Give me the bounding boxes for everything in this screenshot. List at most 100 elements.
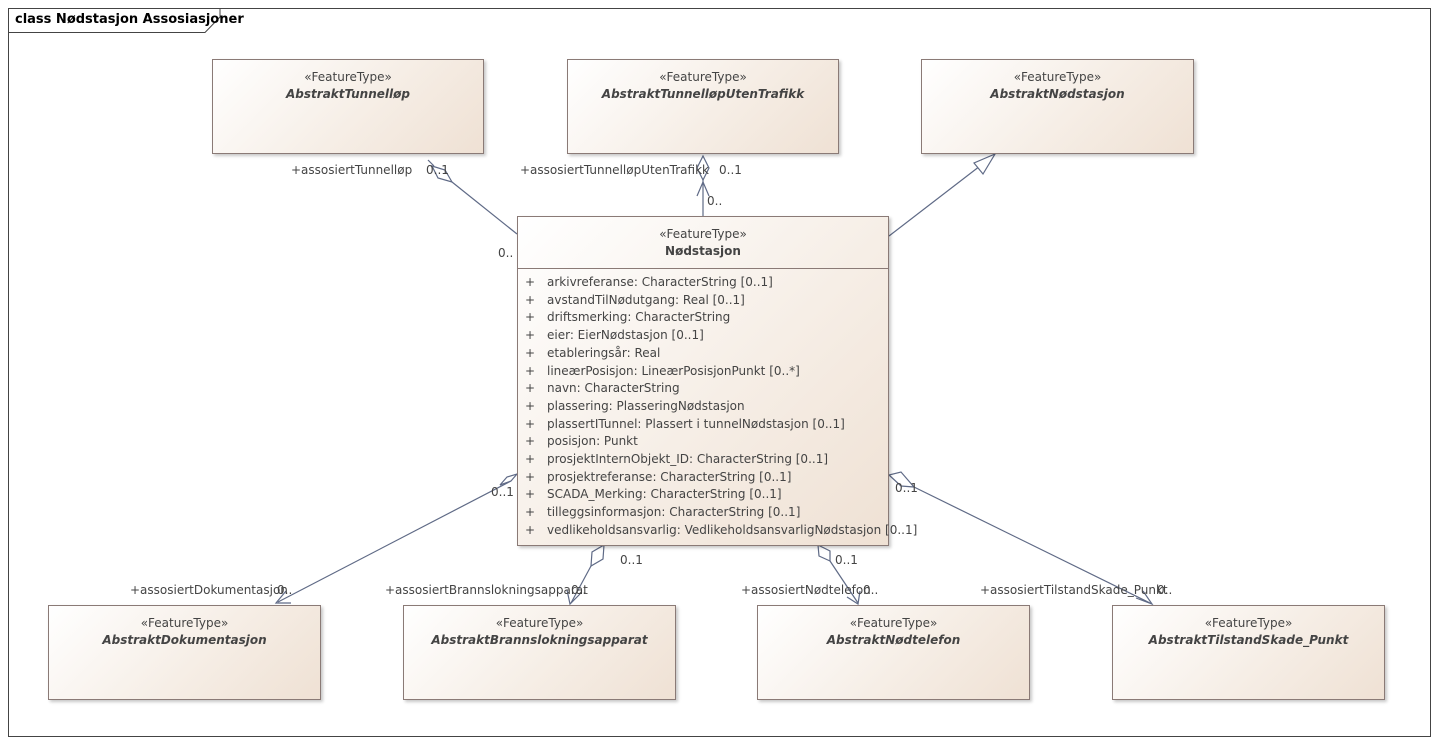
class-abstrakt-brannslokningsapparat[interactable]: «FeatureType» AbstraktBrannslokningsappa… — [403, 605, 676, 700]
attribute-text: vedlikeholdsansvarlig: Vedlikeholdsansva… — [547, 522, 918, 537]
assoc-line-dokumentasjon — [277, 480, 512, 603]
class-name: AbstraktBrannslokningsapparat — [431, 633, 648, 647]
arrowhead-tunnellop-uten — [696, 180, 710, 197]
attribute-text: prosjektreferanse: CharacterString [0..1… — [547, 469, 792, 484]
multiplicity-target-tilstand: 0.. — [1157, 583, 1173, 597]
assoc-line-tilstand — [913, 486, 1151, 604]
multiplicity-source-tunnellop: 0.. — [498, 246, 514, 260]
class-name: AbstraktNødtelefon — [826, 633, 961, 647]
attribute-text: etableringsår: Real — [547, 345, 661, 360]
attribute-text: prosjektInternObjekt_ID: CharacterString… — [547, 452, 829, 467]
stereotype-label: «FeatureType» — [849, 616, 938, 630]
class-name: Nødstasjon — [665, 244, 741, 258]
visibility-marker: + — [525, 363, 536, 378]
arrowhead-tilstand — [1135, 590, 1154, 606]
attribute-row[interactable]: + navn: CharacterString — [518, 380, 888, 398]
class-name: AbstraktTunnelløp — [286, 87, 410, 101]
class-name: AbstraktNødstasjon — [990, 87, 1125, 101]
class-abstrakt-tunnellop[interactable]: «FeatureType» AbstraktTunnelløp — [212, 59, 484, 154]
diagram-frame — [8, 8, 1431, 737]
class-abstrakt-tunnellop-uten-trafikk[interactable]: «FeatureType» AbstraktTunnelløpUtenTrafi… — [567, 59, 839, 154]
attribute-row[interactable]: +vedlikeholdsansvarlig: Vedlikeholdsansv… — [518, 522, 917, 540]
attribute-text: avstandTilNødutgang: Real [0..1] — [547, 292, 745, 307]
attribute-row[interactable]: + prosjektInternObjekt_ID: CharacterStrin… — [518, 451, 888, 469]
class-abstrakt-tilstandskade-punkt[interactable]: «FeatureType» AbstraktTilstandSkade_Punk… — [1112, 605, 1385, 700]
arrowhead-telefon — [846, 590, 861, 605]
attribute-row[interactable]: + plassertITunnel: Plassert i tunnelNødst… — [518, 416, 888, 434]
attribute-text: arkivreferanse: CharacterString [0..1] — [547, 275, 773, 289]
multiplicity-target-brann: 0.. — [571, 583, 587, 597]
aggregation-diamond-brann — [590, 543, 605, 568]
attribute-row[interactable]: + avstandTilNødutgang: Real [0..1] — [518, 292, 888, 310]
visibility-marker: + — [525, 452, 536, 467]
attribute-text: lineærPosisjon: LineærPosisjonPunkt [0..… — [547, 363, 800, 378]
attribute-list: +arkivreferanse: CharacterString [0..1]+… — [518, 269, 917, 540]
role-label-telefon: +assosiertNødtelefon — [741, 583, 871, 597]
visibility-marker: + — [525, 469, 536, 484]
attribute-text: SCADA_Merking: CharacterString [0..1] — [547, 487, 782, 502]
visibility-marker: + — [525, 381, 536, 396]
attribute-row[interactable]: +eier: EierNødstasjon [0..1] — [518, 327, 888, 345]
visibility-marker: + — [525, 292, 536, 307]
role-label-dokumentasjon: +assosiertDokumentasjon — [130, 583, 288, 597]
multiplicity-source-brann: 0..1 — [620, 553, 643, 567]
multiplicity-source-tilstand: 0..1 — [895, 481, 918, 495]
assoc-line-brann — [570, 565, 592, 604]
stereotype-label: «FeatureType» — [495, 616, 584, 630]
visibility-marker: + — [525, 345, 536, 360]
aggregation-diamond-tilstand — [887, 471, 916, 488]
attribute-text: plassertITunnel: Plassert i tunnelNødsta… — [547, 416, 845, 431]
attribute-row[interactable]: +driftsmerking: CharacterString — [518, 309, 888, 327]
class-name: AbstraktTilstandSkade_Punkt — [1148, 633, 1349, 647]
multiplicity-target-telefon: 0.. — [863, 583, 879, 597]
role-label-brann: +assosiertBrannslokningsapparat — [385, 583, 588, 597]
visibility-marker: + — [525, 275, 536, 289]
role-label-tunnellop: +assosiertTunnelløp — [291, 163, 413, 177]
frame-title: class Nødstasjon Assosiasjoner — [15, 12, 244, 27]
class-nodstasjon[interactable]: «FeatureType» Nødstasjon +arkivreferanse… — [517, 216, 917, 546]
attribute-text: navn: CharacterString — [547, 381, 680, 396]
attribute-row[interactable]: + lineærPosisjon: LineærPosisjonPunkt [0.… — [518, 363, 888, 381]
attribute-row[interactable]: + arkivreferanse: CharacterString [0..1] — [518, 274, 888, 292]
aggregation-diamond-dokumentasjon — [499, 472, 519, 486]
generalization-triangle — [973, 152, 997, 176]
class-abstrakt-nodstasjon[interactable]: «FeatureType» AbstraktNødstasjon — [921, 59, 1194, 154]
stereotype-label: «FeatureType» — [1204, 616, 1293, 630]
role-label-tilstand: +assosiertTilstandSkade_Punkt — [980, 583, 1168, 597]
multiplicity-target-tunnellop-uten: 0..1 — [719, 163, 742, 177]
attribute-row[interactable]: + SCADA_Merking: CharacterString [0..1] — [518, 486, 888, 504]
stereotype-label: «FeatureType» — [304, 70, 392, 84]
generalization-line — [888, 165, 981, 237]
attribute-row[interactable]: +plassering: PlasseringNødstasjon — [518, 398, 888, 416]
attribute-row[interactable]: + etableringsår: Real — [518, 345, 888, 363]
visibility-marker: + — [525, 398, 536, 413]
visibility-marker: + — [525, 487, 536, 502]
attribute-row[interactable]: +posisjon: Punkt — [518, 433, 888, 451]
arrowhead-dokumentasjon — [274, 590, 291, 604]
visibility-marker: + — [525, 505, 536, 520]
class-name: AbstraktDokumentasjon — [102, 633, 267, 647]
multiplicity-source-dokumentasjon: 0..1 — [491, 485, 514, 499]
aggregation-diamond-tunnellop — [430, 165, 454, 183]
class-abstrakt-dokumentasjon[interactable]: «FeatureType» AbstraktDokumentasjon — [48, 605, 321, 700]
visibility-marker: + — [525, 328, 536, 343]
attribute-compartment-divider — [518, 268, 888, 269]
attribute-row[interactable]: + prosjektreferanse: CharacterString [0..… — [518, 469, 888, 487]
multiplicity-target-dokumentasjon: 0.. — [277, 583, 293, 597]
assoc-line-tunnellop — [451, 181, 518, 235]
class-abstrakt-nodtelefon[interactable]: «FeatureType» AbstraktNødtelefon — [757, 605, 1030, 700]
visibility-marker: + — [525, 434, 536, 449]
frame-tab — [8, 8, 221, 33]
attribute-row[interactable]: +tilleggsinformasjon: CharacterString [0… — [518, 504, 888, 522]
visibility-marker: + — [525, 310, 536, 325]
multiplicity-source-telefon: 0..1 — [835, 553, 858, 567]
stereotype-label: «FeatureType» — [659, 70, 747, 84]
multiplicity-target-tunnellop: 0..1 — [426, 163, 449, 177]
aggregation-diamond-tunnellop-uten — [696, 154, 710, 182]
visibility-marker: + — [525, 416, 536, 431]
arrowhead-tunnellop — [427, 159, 435, 167]
aggregation-diamond-telefon — [817, 543, 831, 562]
stereotype-label: «FeatureType» — [1013, 70, 1102, 84]
